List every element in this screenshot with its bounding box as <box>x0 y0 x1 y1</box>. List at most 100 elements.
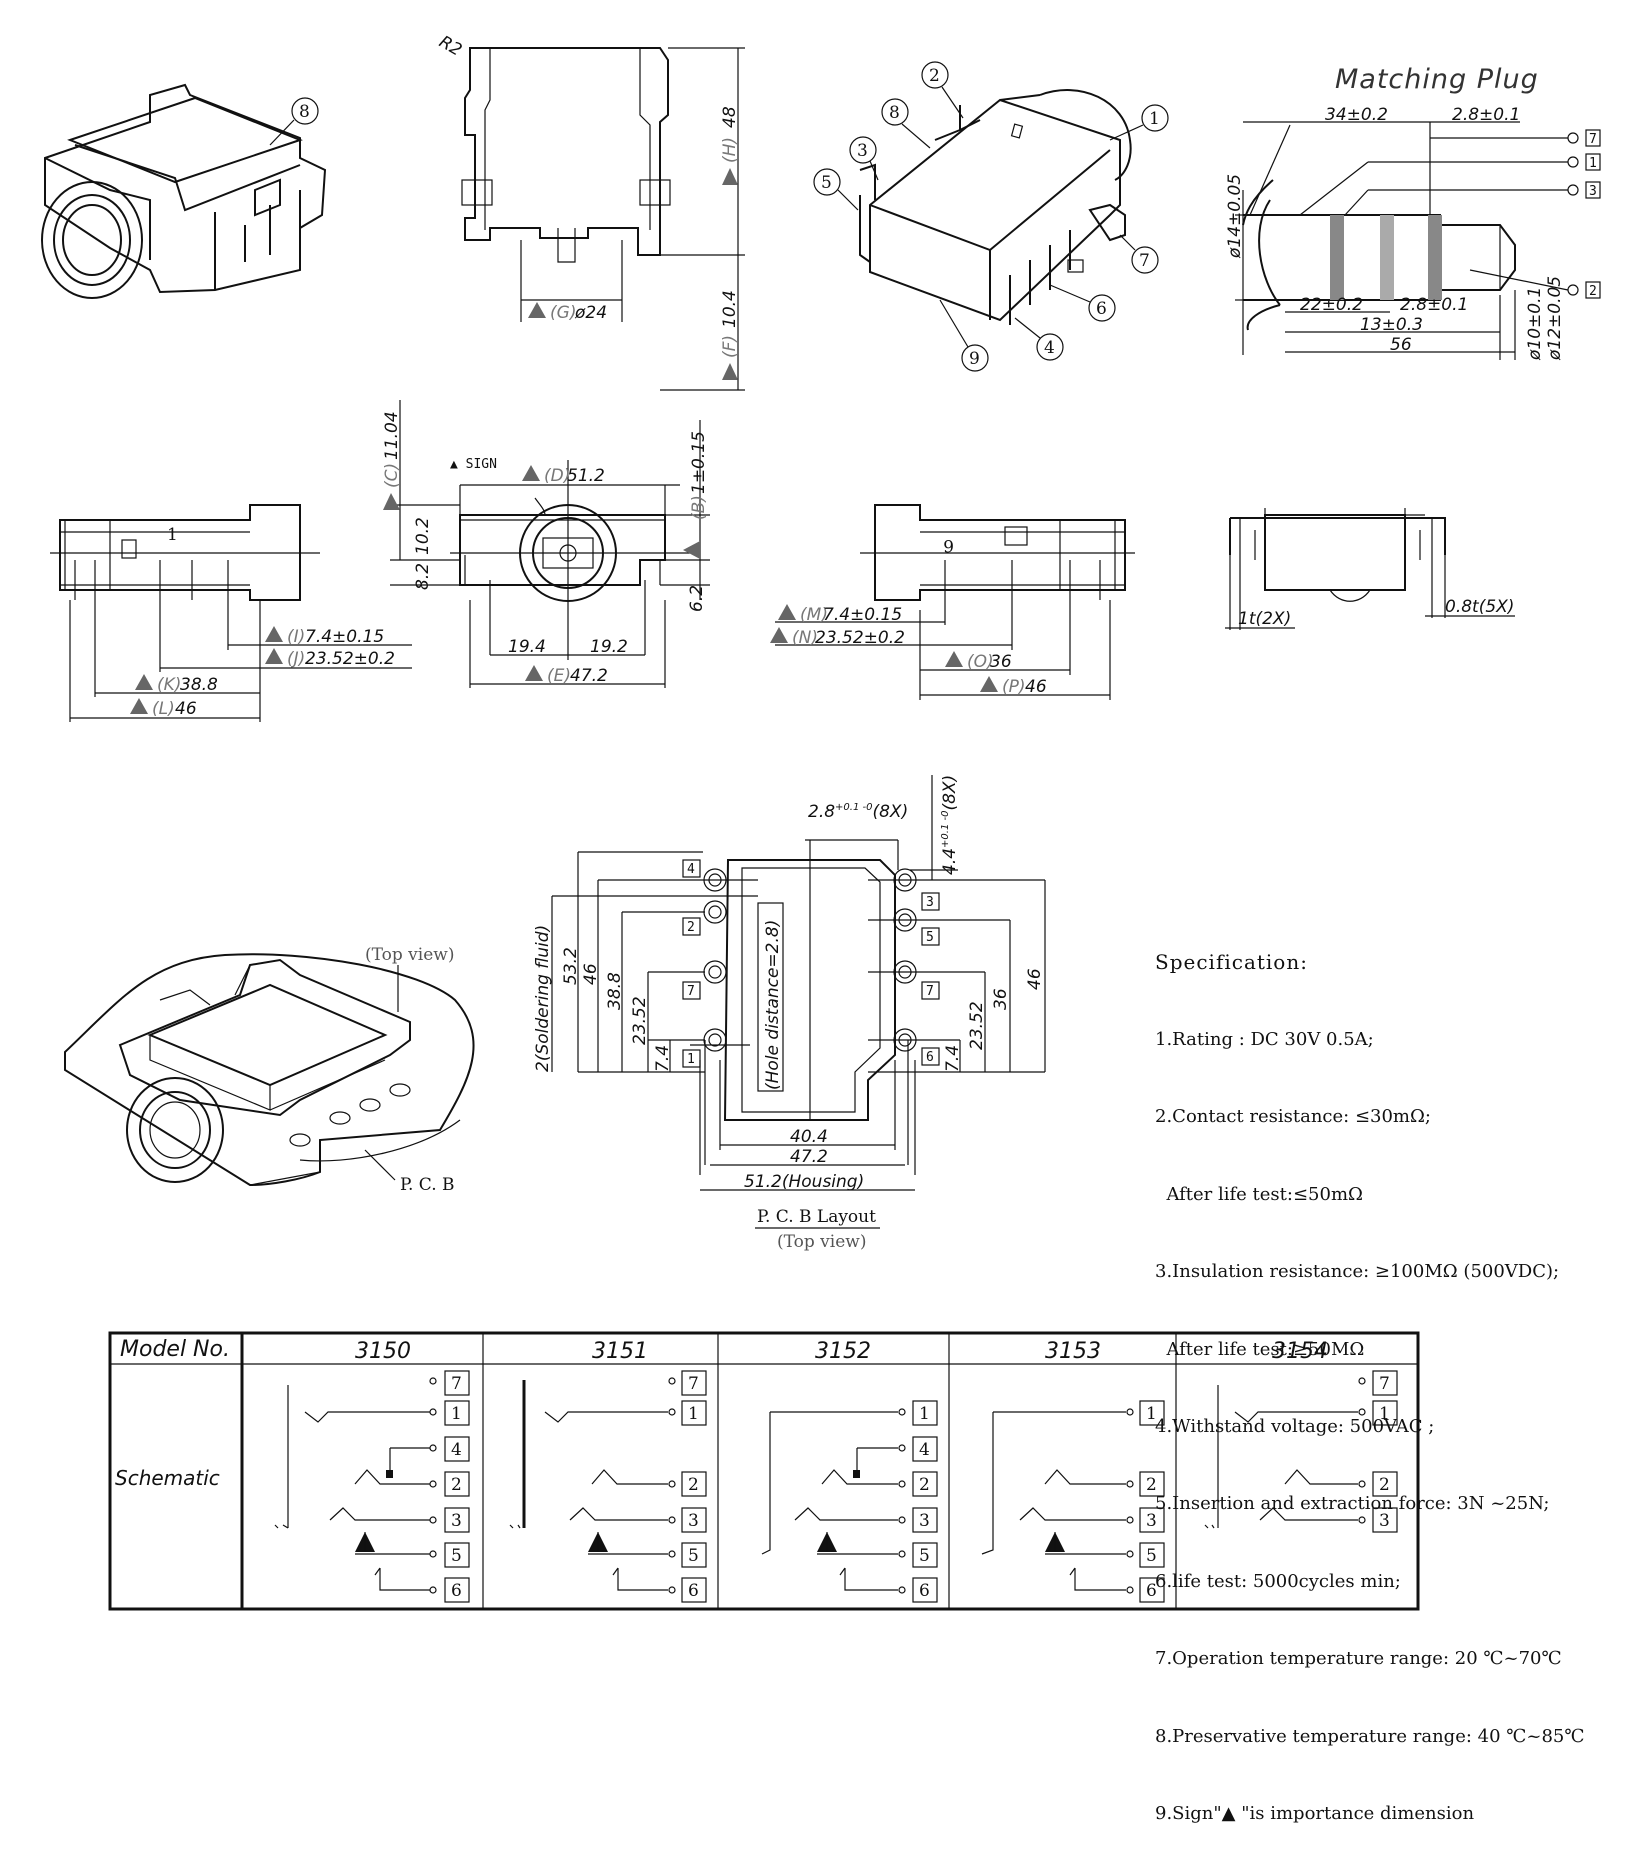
s3152-pin-0: 1 <box>919 1404 930 1424</box>
spec-title: Specification: <box>1155 949 1308 974</box>
dim-l-letter: (L) <box>152 699 175 719</box>
iso-top-view-label: (Top view) <box>365 945 454 965</box>
plug-dim-tip-len: 13±0.3 <box>1360 315 1423 335</box>
plug-pin-2: 2 <box>1589 284 1597 299</box>
model-table: Model No. Schematic 3150 3151 3152 3153 … <box>108 1331 1420 1611</box>
table-row-label: Schematic <box>115 1466 220 1490</box>
side-view-right: 6 (M) 7.4±0.15 (N) 23.52±0.2 (O) 36 (P) … <box>770 504 1135 700</box>
s3150-pin-4: 3 <box>451 1511 462 1531</box>
dim-f: 10.4 <box>720 290 740 328</box>
pcb-left-pin-3: 1 <box>687 1052 695 1067</box>
dim-g: ø24 <box>574 303 607 323</box>
pcb-sub-caption: (Top view) <box>777 1232 866 1252</box>
pcb-right-pin-2: 7 <box>926 984 934 999</box>
s3153-pin-2: 3 <box>1146 1511 1157 1531</box>
dim-k: 38.8 <box>180 675 218 695</box>
schematic-3150: 7 1 4 2 3 5 6 <box>274 1370 470 1603</box>
s3152-pin-4: 5 <box>919 1546 930 1566</box>
dim-e-letter: (E) <box>547 666 571 686</box>
dim-h-letter: (H) <box>720 137 740 163</box>
pcb-left-dim-5: 7.4 <box>653 1045 673 1072</box>
s3151-pin-1: 1 <box>688 1404 699 1424</box>
dim-j-letter: (J) <box>287 649 305 669</box>
pcb-left-pin-0: 4 <box>687 862 695 877</box>
iso-view-numbered: 1 2 3 4 5 6 7 8 9 <box>813 61 1169 372</box>
spec-line-10: 8.Preservative temperature range: 40 ℃~8… <box>1155 1725 1585 1747</box>
tiny-sign: ▲ SIGN <box>450 457 497 472</box>
end-view: 1t(2X) 0.8t(5X) <box>1225 508 1515 630</box>
top-view: R2 (H) 48 (F) 10.4 (G) ø24 <box>436 32 745 391</box>
s3150-pin-0: 7 <box>451 1374 462 1394</box>
iso-pcb-label: P. C. B <box>400 1175 455 1195</box>
dim-d-letter: (D) <box>544 466 570 486</box>
part-number-5: 5 <box>821 173 832 193</box>
s3153-pin-1: 2 <box>1146 1475 1157 1495</box>
s3151-pin-4: 5 <box>688 1546 699 1566</box>
s3151-pin-2: 2 <box>688 1475 699 1495</box>
pcb-left-dim-4: 23.52 <box>630 996 650 1045</box>
dim-f-letter: (F) <box>720 335 740 358</box>
dim-d: 51.2 <box>567 466 605 486</box>
s3152-pin-1: 4 <box>919 1440 930 1460</box>
dim-p: 46 <box>1025 677 1047 697</box>
iso-pcb-view: (Top view) P. C. B <box>64 945 475 1195</box>
pcb-left-dim-2: 46 <box>581 963 601 985</box>
dim-o-letter: (O) <box>967 652 994 672</box>
side-left-pin-label: 1 <box>167 525 178 545</box>
spec-line-3: After life test:≤50mΩ <box>1155 1183 1363 1205</box>
dim-g-letter: (G) <box>550 303 576 323</box>
spec-line-8: 6.life test: 5000cycles min; <box>1155 1570 1401 1592</box>
schematic-3152: 1 4 2 3 5 6 <box>761 1400 938 1603</box>
plug-dim-total: 56 <box>1390 335 1412 355</box>
pcb-left-dim-1: 53.2 <box>561 947 581 985</box>
spec-line-1: 1.Rating : DC 30V 0.5A; <box>1155 1028 1374 1050</box>
dim-c-letter: (C) <box>382 463 402 488</box>
pcb-bottom-dim-1: 47.2 <box>790 1147 828 1167</box>
s3150-pin-6: 6 <box>451 1581 462 1601</box>
model-name-3: 3153 <box>1045 1339 1101 1364</box>
dim-e: 47.2 <box>570 666 608 686</box>
dim-t2: 0.8t(5X) <box>1445 597 1514 617</box>
s3153-pin-4: 6 <box>1146 1581 1157 1601</box>
dim-i-letter: (I) <box>287 627 305 647</box>
drawing-canvas: 8 R2 (H) 48 (F) 10.4 (G) ø24 <box>41 32 1601 1611</box>
pcb-left-pin-1: 2 <box>687 920 695 935</box>
dim-h1: 10.2 <box>413 517 433 555</box>
s3154-pin-3: 3 <box>1379 1511 1390 1531</box>
s3153-pin-3: 5 <box>1146 1546 1157 1566</box>
plug-dim-top-len: 34±0.2 <box>1325 105 1388 125</box>
radius-label: R2 <box>436 32 466 61</box>
dim-c: 11.04 <box>382 411 402 460</box>
part-number-9: 9 <box>969 349 980 369</box>
pcb-caption: P. C. B Layout <box>757 1207 876 1227</box>
side-view-left: 1 (I) 7.4±0.15 (J) 23.52±0.2 (K) 38.8 (L… <box>50 504 412 722</box>
plug-pin-1: 1 <box>1589 156 1597 171</box>
dim-m: 7.4±0.15 <box>823 605 902 625</box>
s3150-pin-5: 5 <box>451 1546 462 1566</box>
pcb-layout: 4 2 7 1 3 5 7 6 2(Soldering fluid) 53.2 … <box>533 775 1046 1252</box>
dim-k-letter: (K) <box>157 675 181 695</box>
dim-n-letter: (N) <box>792 628 818 648</box>
model-name-1: 3151 <box>592 1339 648 1364</box>
side-right-pin-label: 6 <box>943 535 954 555</box>
s3151-pin-0: 7 <box>688 1374 699 1394</box>
model-name-2: 3152 <box>815 1339 871 1364</box>
pcb-dim-width: 2.8+0.1 -0(8X) <box>808 802 908 822</box>
model-name-4: 3154 <box>1272 1339 1328 1364</box>
pcb-left-dim-0: 2(Soldering fluid) <box>533 925 553 1072</box>
plug-pin-3: 3 <box>1589 184 1597 199</box>
pcb-left-dim-3: 38.8 <box>605 972 625 1010</box>
pcb-right-dim-2: 23.52 <box>967 1001 987 1050</box>
spec-line-4: 3.Insulation resistance: ≥100MΩ (500VDC)… <box>1155 1261 1560 1283</box>
front-view: (C) 11.04 10.2 8.2 (D) 51.2 ▲ SIGN (B) 1… <box>382 400 710 688</box>
dim-l: 46 <box>175 699 197 719</box>
dim-p-letter: (P) <box>1002 677 1026 697</box>
part-number-1: 1 <box>1149 109 1160 129</box>
schematic-3153: 1 2 3 5 6 <box>981 1400 1165 1603</box>
dim-h2: 8.2 <box>413 563 433 590</box>
part-number-6: 6 <box>1096 299 1107 319</box>
dim-o: 36 <box>990 652 1012 672</box>
plug-pin-7: 7 <box>1589 132 1597 147</box>
plug-dim-dia-b: ø12±0.05 <box>1545 276 1565 361</box>
s3152-pin-3: 3 <box>919 1511 930 1531</box>
